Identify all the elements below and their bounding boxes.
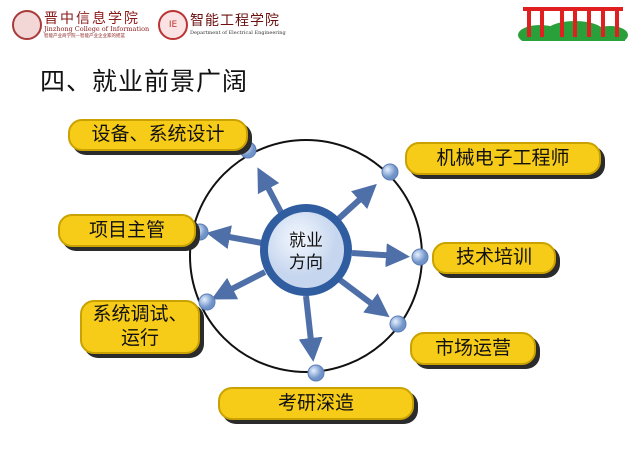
hub-line1: 就业 [289,231,323,251]
dept-seal-text: IE [168,20,178,30]
hub-line2: 方向 [289,253,323,273]
node-dot [411,248,429,266]
arrow-mech-engineer [332,183,377,225]
node-dot [307,364,325,382]
college-emblem-icon [12,10,42,40]
page-title: 四、就业前景广阔 [40,67,249,96]
college-name-en: Jinzhong College of Information [44,25,150,33]
dept-name-cn: 智能工程学院 [190,13,280,29]
arrow-marketing [338,277,390,318]
direction-training: 技术培训 [432,242,556,274]
direction-mech-engineer: 机械电子工程师 [405,142,601,175]
dept-name-en: Department of Electrical Engineering [190,30,286,36]
arrow-manager [206,225,263,249]
direction-manager: 项目主管 [58,214,196,247]
college-slogan: 智能产业商学院—智能产业企业家的摇篮 [44,34,125,39]
hub-label: 就业 方向 [268,230,344,274]
direction-design: 设备、系统设计 [68,119,248,151]
college-logo: 晋中信息学院 Jinzhong College of Information 智… [12,8,152,40]
arrow-postgrad [298,295,323,362]
direction-debug-operation: 系统调试、运行 [80,300,200,354]
campus-gate-logo [518,7,628,41]
dept-seal-icon: IE [158,10,188,40]
node-dot [381,163,399,181]
arrow-debug [211,269,267,300]
node-dot [389,315,407,333]
college-name-cn: 晋中信息学院 [44,11,140,27]
direction-postgrad: 考研深造 [218,387,414,420]
hub-core [268,212,344,288]
arrow-training [351,243,410,268]
node-dot [198,293,216,311]
direction-marketing: 市场运营 [410,332,536,365]
dept-logo: IE 智能工程学院 Department of Electrical Engin… [158,8,288,40]
